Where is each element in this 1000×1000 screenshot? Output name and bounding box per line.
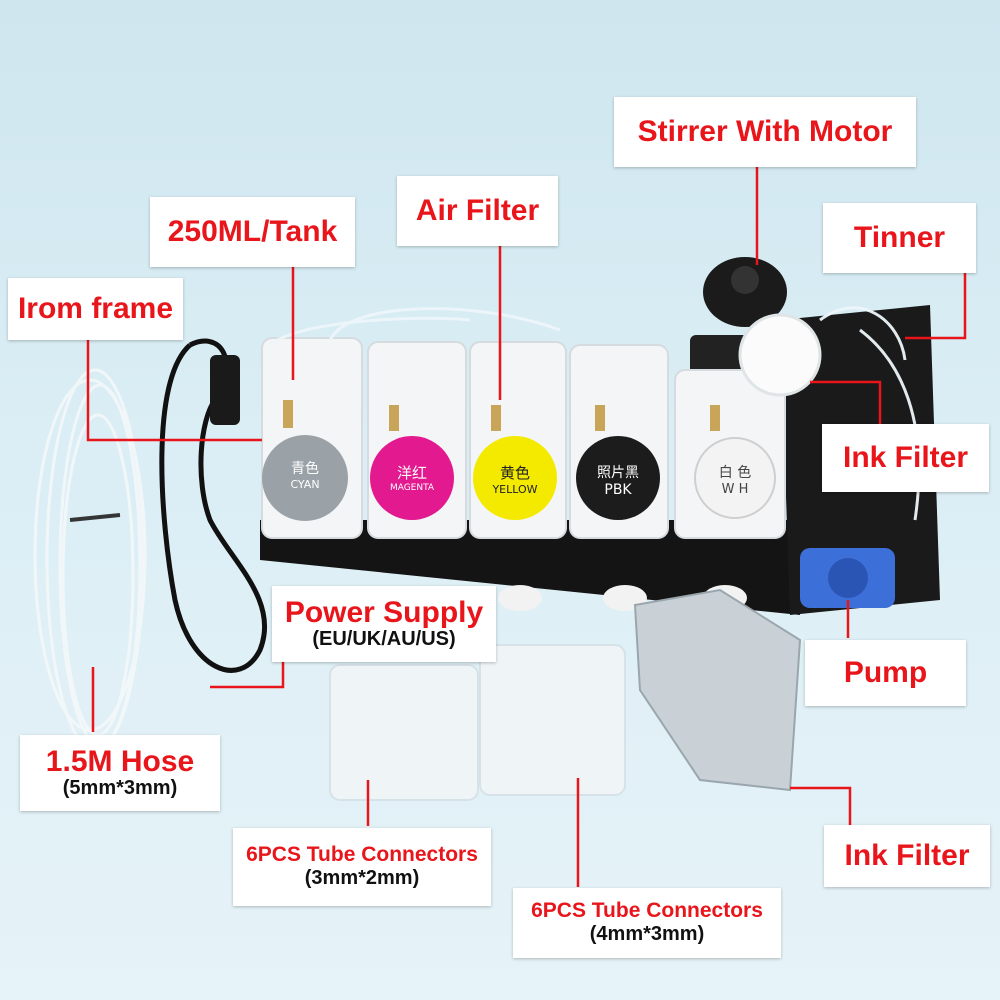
ink-filter-bottom-text: Ink Filter [844, 839, 970, 873]
iron-frame-text: Irom frame [17, 292, 174, 326]
plug [210, 355, 240, 425]
magenta-cap [370, 436, 454, 520]
ink-filter-disc [738, 313, 822, 397]
connectors-b-text: 6PCS Tube Connectors [531, 899, 763, 923]
tank-volume-text: 250ML/Tank [167, 215, 338, 249]
tank-magenta-cn: 洋红 [396, 464, 427, 482]
tank-cyan-en: CYAN [290, 478, 320, 491]
white-cap [694, 437, 776, 519]
pbk-cap [576, 436, 660, 520]
coiled-hose [33, 368, 147, 752]
label-tank-volume: 250ML/Tank [150, 197, 355, 267]
label-pump: Pump [805, 640, 966, 706]
pump-text: Pump [843, 656, 928, 690]
connector-bag-a [329, 664, 479, 801]
air-filter-text: Air Filter [415, 194, 540, 228]
yellow-cap [473, 436, 557, 520]
label-air-filter: Air Filter [397, 176, 558, 246]
iron-frame [260, 520, 800, 615]
label-ink-filter-bottom: Ink Filter [824, 825, 990, 887]
ink-filter-top-text: Ink Filter [842, 441, 969, 475]
tank-pbk-en: PBK [604, 482, 632, 498]
tank-fittings [283, 400, 720, 431]
tank-cyan-cn: 青色 [291, 461, 319, 477]
label-power-supply: Power Supply (EU/UK/AU/US) [272, 586, 496, 662]
label-iron-frame: Irom frame [8, 278, 183, 340]
tank-cyan-label: 青色 CYAN [265, 458, 345, 491]
tank-pbk-cn: 照片黑 [597, 465, 639, 481]
label-connectors-a: 6PCS Tube Connectors (3mm*2mm) [233, 828, 491, 906]
label-stirrer-with-motor: Stirrer With Motor [614, 97, 916, 167]
power-supply-regions-text: (EU/UK/AU/US) [312, 628, 456, 651]
connectors-a-size-text: (3mm*2mm) [304, 866, 420, 889]
tinner-text: Tinner [853, 221, 946, 255]
tank-white-cn: 白 色 [718, 465, 752, 481]
tank-white-label: 白 色 W H [695, 462, 775, 497]
connector-bag-b [479, 644, 626, 796]
connectors-b-size-text: (4mm*3mm) [589, 922, 705, 945]
cyan-cap [262, 435, 348, 521]
label-ink-filter-top: Ink Filter [822, 424, 989, 492]
connectors-a-text: 6PCS Tube Connectors [246, 843, 478, 867]
label-tinner: Tinner [823, 203, 976, 273]
tank-magenta-label: 洋红 MAGENTA [372, 462, 452, 493]
tank-yellow-cn: 黄色 [499, 464, 530, 482]
hose-text: 1.5M Hose [45, 744, 195, 778]
stirrer-text: Stirrer With Motor [637, 115, 893, 149]
tank-white-en: W H [721, 482, 749, 497]
label-connectors-b: 6PCS Tube Connectors (4mm*3mm) [513, 888, 781, 958]
tank-magenta-en: MAGENTA [389, 483, 435, 493]
hose-size-text: (5mm*3mm) [62, 777, 178, 800]
tank-pbk-label: 照片黑 PBK [578, 462, 658, 498]
power-supply-text: Power Supply [284, 595, 484, 629]
tank-yellow-en: YELLOW [492, 483, 538, 496]
label-hose: 1.5M Hose (5mm*3mm) [20, 735, 220, 811]
tank-yellow-label: 黄色 YELLOW [475, 462, 555, 496]
filter-bag [633, 588, 802, 792]
